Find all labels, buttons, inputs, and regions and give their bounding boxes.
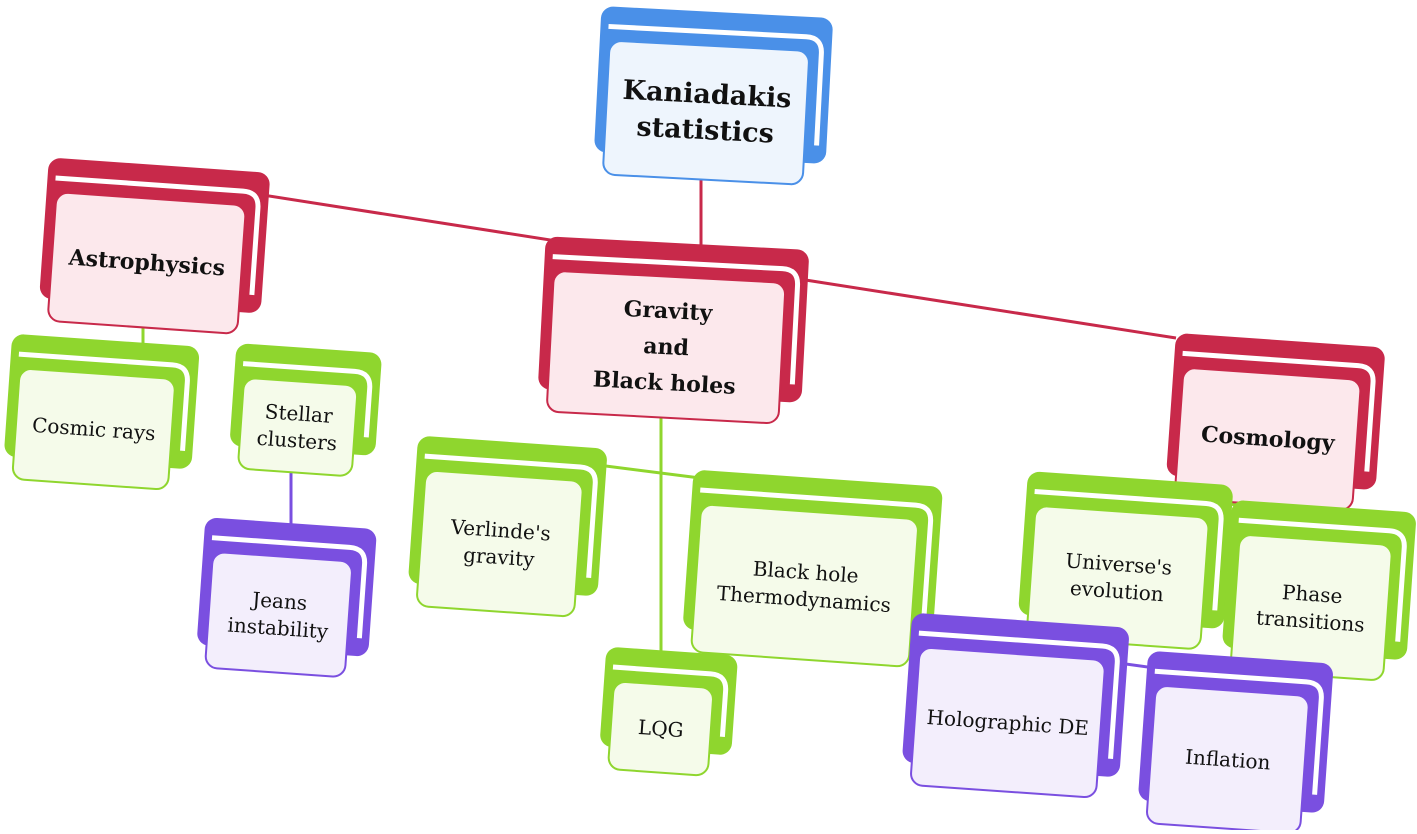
node-astrophysics: Astrophysics xyxy=(39,158,270,335)
node-tab-line xyxy=(1182,350,1376,472)
node-tab-line xyxy=(700,487,934,629)
node-label-line: clusters xyxy=(256,426,338,456)
node-tab-line xyxy=(1034,489,1224,611)
node-label-line: Phase xyxy=(1281,580,1343,608)
node-front-card xyxy=(607,680,714,777)
node-inflation: Inflation xyxy=(1138,651,1333,834)
node-tab-line xyxy=(1154,668,1324,795)
connector-verlinde-to-bh-thermo xyxy=(589,462,701,480)
node-label-line: Jeans xyxy=(250,587,308,615)
node-tab-line xyxy=(18,351,190,451)
node-tab-line xyxy=(242,361,373,438)
node-tab-line xyxy=(424,453,598,578)
node-front-card xyxy=(546,270,787,425)
node-cosmic-rays: Cosmic rays xyxy=(4,334,200,491)
node-label-line: gravity xyxy=(462,543,536,572)
node-tab-line xyxy=(918,630,1120,759)
node-front-card xyxy=(690,503,919,668)
node-tab-line xyxy=(211,535,368,639)
node-label-line: statistics xyxy=(636,112,775,150)
node-tab-line xyxy=(552,254,801,385)
node-cosmology: Cosmology xyxy=(1166,333,1385,511)
node-label-line: Stellar xyxy=(264,399,334,428)
node-tab-line xyxy=(1238,517,1407,642)
node-front-card xyxy=(11,368,176,491)
node-tab-line xyxy=(612,664,729,738)
node-front-card xyxy=(1146,685,1310,834)
node-tab-line xyxy=(55,175,261,296)
node-front-card xyxy=(47,191,247,335)
node-front-card xyxy=(237,377,359,477)
node-holographic-de: Holographic DE xyxy=(902,613,1129,799)
node-front-card xyxy=(416,470,584,618)
node-label-line: Inflation xyxy=(1184,745,1271,775)
node-tab-line xyxy=(608,23,824,146)
node-front-card xyxy=(204,551,353,678)
node-lqg: LQG xyxy=(600,647,738,777)
node-label-line: LQG xyxy=(637,715,684,742)
node-label-line: Gravity xyxy=(623,296,714,327)
node-label-line: and xyxy=(643,333,690,361)
node-front-card xyxy=(910,647,1106,799)
node-front-card xyxy=(602,40,810,186)
